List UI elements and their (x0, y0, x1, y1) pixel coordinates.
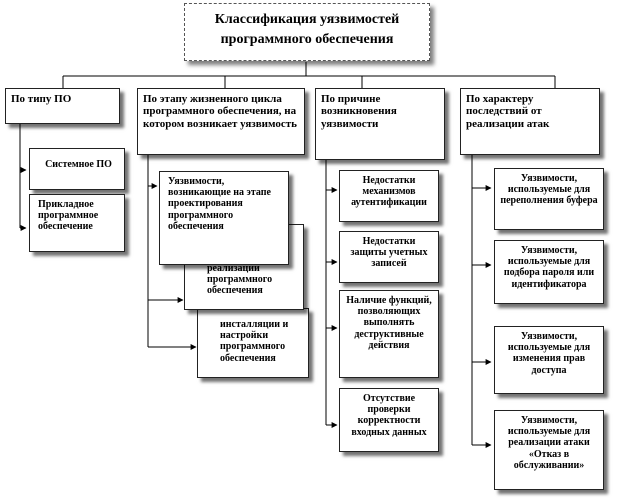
leaf-system-software: Системное ПО (29, 148, 125, 190)
category-box-cause: По причине возникновения уязвимости (315, 88, 445, 160)
leaf-application-software: Прикладное программное обеспечение (29, 194, 125, 252)
leaf-design-stage: Уязвимости, возникающие на этапе проекти… (159, 171, 289, 265)
leaf-password-guessing: Уязвимости, используемые для подбора пар… (494, 240, 604, 304)
diagram-title: Классификация уязвимостей программного о… (184, 3, 430, 61)
category-box-software-type: По типу ПО (5, 88, 120, 124)
leaf-authentication-flaws: Недостатки механизмов аутентификации (339, 170, 439, 222)
leaf-installation-stage: инсталляции и настройки программного обе… (197, 308, 309, 378)
leaf-account-protection-flaws: Недостатки защиты учетных записей (339, 231, 439, 283)
category-box-consequences: По характеру последствий от реализации а… (460, 88, 600, 155)
category-box-lifecycle-stage: По этапу жизненного цикла программного о… (137, 88, 305, 155)
leaf-input-validation-absence: Отсутствие проверки корректности входных… (339, 388, 439, 452)
leaf-denial-of-service: Уязвимости, используемые для реализации … (494, 410, 604, 490)
leaf-access-rights-change: Уязвимости, используемые для изменения п… (494, 326, 604, 394)
leaf-buffer-overflow: Уязвимости, используемые для переполнени… (494, 168, 604, 230)
leaf-destructive-functions: Наличие функций, позволяющих выполнять д… (339, 290, 439, 378)
